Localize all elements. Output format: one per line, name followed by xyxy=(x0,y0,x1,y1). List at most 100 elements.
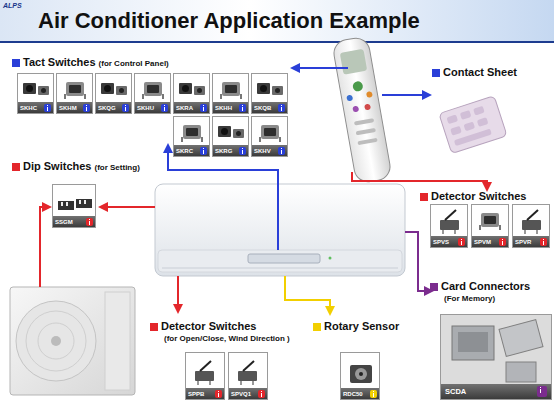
remote-control xyxy=(332,36,392,184)
part-image xyxy=(195,361,214,385)
part-number: RDC50 xyxy=(343,391,363,397)
part-image xyxy=(64,82,86,99)
part-number: SKHC xyxy=(20,105,37,111)
part-image xyxy=(259,125,281,142)
remote-button xyxy=(354,118,374,125)
info-icon xyxy=(278,147,285,155)
part-card: SKRA xyxy=(173,73,210,114)
part-card: SPVQ1 xyxy=(228,352,268,400)
sheet-key xyxy=(460,110,472,120)
part-images xyxy=(23,82,543,385)
label-row: ALPS xyxy=(3,2,22,9)
info-icon xyxy=(278,104,285,112)
part-image xyxy=(218,126,244,138)
part-number: SPVR xyxy=(515,239,531,245)
label-strip: SPVQ1 xyxy=(229,388,267,399)
label-strip: SKHH xyxy=(213,102,248,113)
fan-hub xyxy=(51,336,61,346)
leader-line xyxy=(177,276,179,312)
unit-grille xyxy=(162,268,398,269)
group-subtitle: (For Memory) xyxy=(444,293,530,304)
group-title: Dip Switches xyxy=(23,160,91,172)
connector-image xyxy=(499,320,543,357)
info-icon xyxy=(86,218,93,226)
header-band: Air Conditioner Application Example xyxy=(0,0,554,43)
label-strip: SKRG xyxy=(213,145,248,156)
group-title: Detector Switches xyxy=(431,190,526,202)
group-heading: Tact Switches(for Control Panel) xyxy=(12,54,169,70)
leader-line xyxy=(352,172,487,190)
info-icon xyxy=(200,104,207,112)
leader-line xyxy=(382,94,430,96)
page-title: Air Conditioner Application Example xyxy=(38,8,420,33)
fan-ring xyxy=(26,311,86,371)
part-image xyxy=(440,210,459,234)
part-card: SKRG xyxy=(212,116,249,157)
remote-button xyxy=(366,91,373,98)
info-icon xyxy=(161,104,168,112)
part-image xyxy=(350,365,372,383)
label-strip: SKQG xyxy=(96,102,131,113)
part-group: Dip Switches(for Setting)SSGM xyxy=(12,158,162,233)
part-number: SKRC xyxy=(176,148,193,154)
label-strip: SKHC xyxy=(18,102,53,113)
label-strip: SPPB xyxy=(186,388,224,399)
part-image xyxy=(238,361,257,385)
part-image xyxy=(142,82,164,99)
label-strip: RDC50 xyxy=(341,388,379,399)
remote-body xyxy=(332,36,392,184)
part-card: SKHU xyxy=(134,73,171,114)
label-strip: SPVS xyxy=(431,236,467,247)
info-icon xyxy=(537,386,547,397)
remote-button xyxy=(364,104,371,111)
remote-button xyxy=(352,106,359,113)
part-card: SKQB xyxy=(251,73,288,114)
sheet-key xyxy=(473,106,485,116)
group-heading: Detector Switches(for Open/Close, Wind D… xyxy=(150,318,290,344)
group-subtitle: (for Control Panel) xyxy=(99,59,169,68)
part-group: Detector SwitchesSPVS SPVM SPVR xyxy=(420,188,554,253)
label-strip: SCDA xyxy=(441,384,551,399)
connector-image xyxy=(506,362,536,382)
group-heading: Card Connectors(For Memory) xyxy=(430,278,530,304)
part-card: RDC50 xyxy=(340,352,380,400)
leader-line xyxy=(40,207,50,287)
label-strip: SKRA xyxy=(174,102,209,113)
group-title: Card Connectors xyxy=(441,280,530,292)
part-image xyxy=(479,213,501,230)
sheet-body xyxy=(439,96,507,154)
remote-button xyxy=(352,81,364,93)
part-image xyxy=(58,199,92,210)
info-icon xyxy=(239,104,246,112)
info-icon xyxy=(215,390,222,398)
group-title: Rotary Sensor xyxy=(324,320,399,332)
part-card: SSGM xyxy=(52,184,96,228)
part-card: SPVR xyxy=(512,204,550,248)
label-strip: SKQB xyxy=(252,102,287,113)
part-card: SPVM xyxy=(471,204,509,248)
part-image xyxy=(179,83,205,95)
group-heading: Rotary Sensor xyxy=(313,318,399,333)
label-strip: SPVR xyxy=(513,236,549,247)
part-image xyxy=(23,83,49,95)
part-number: SKHM xyxy=(59,105,77,111)
unit-display xyxy=(248,254,320,263)
info-icon xyxy=(499,238,506,246)
part-number: SKHV xyxy=(254,148,271,154)
part-card: SKHV xyxy=(251,116,288,157)
leader-line xyxy=(405,232,432,291)
fan-ring xyxy=(38,323,74,359)
part-card: SPPB xyxy=(185,352,225,400)
color-marker xyxy=(430,283,438,291)
info-icon xyxy=(370,390,377,398)
sheet-key xyxy=(450,126,462,136)
remote-button xyxy=(356,128,376,135)
remote-screen xyxy=(340,49,367,75)
info-icon xyxy=(239,147,246,155)
unit-lamp xyxy=(329,257,332,260)
unit-body xyxy=(10,287,135,395)
remote-button xyxy=(357,138,377,145)
group-subtitle: (for Open/Close, Wind Direction ) xyxy=(164,333,290,344)
label-strip: SPVM xyxy=(472,236,508,247)
